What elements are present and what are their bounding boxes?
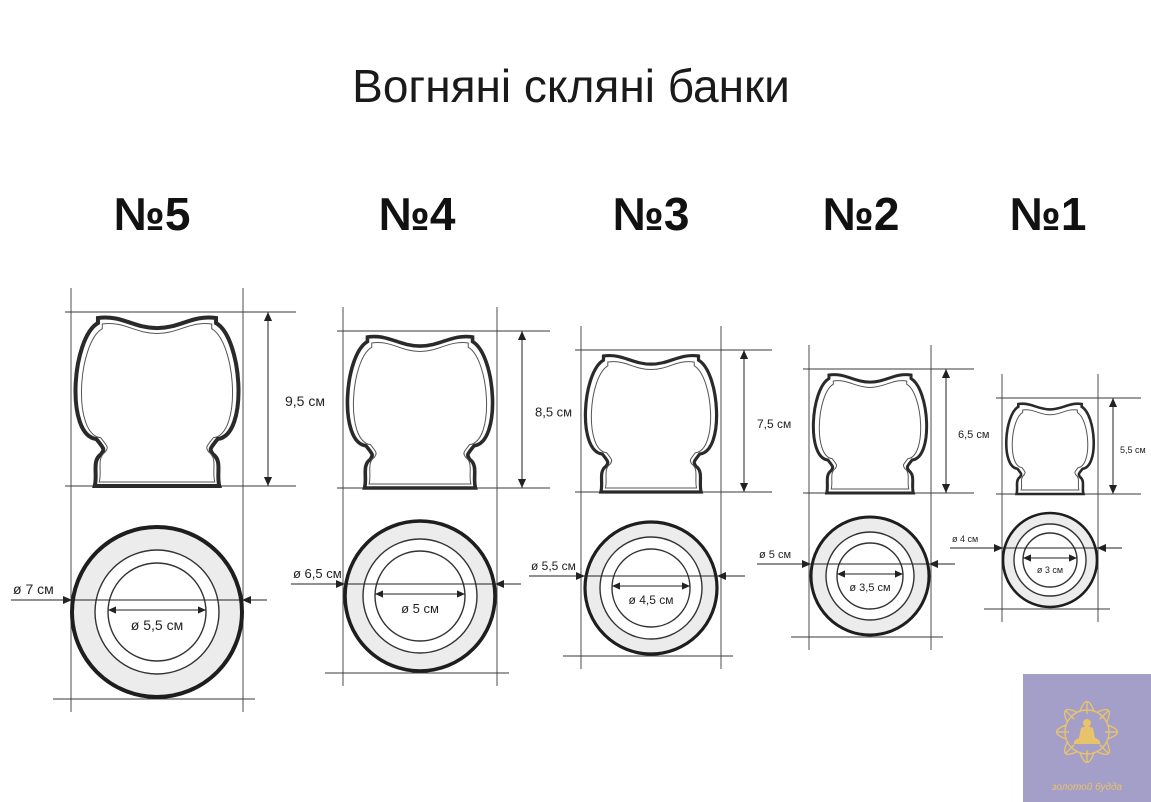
page-title: Вогняні скляні банки xyxy=(352,60,790,112)
outer-diameter-label: ø 6,5 см xyxy=(293,566,342,581)
jar-side-view xyxy=(583,353,719,494)
lotus-buddha-icon xyxy=(1055,700,1119,764)
jar-side-view xyxy=(811,373,929,495)
height-label: 9,5 см xyxy=(285,393,325,409)
jar-bottom-inner-ring xyxy=(1022,532,1078,588)
height-label: 8,5 см xyxy=(535,405,572,420)
outer-diameter-label: ø 7 см xyxy=(13,581,54,597)
jar-number: №4 xyxy=(379,188,456,240)
jar-side-view xyxy=(73,315,241,488)
jar-number: №5 xyxy=(114,188,191,240)
height-label: 6,5 см xyxy=(958,429,989,441)
jar-side-view xyxy=(345,334,495,490)
jar-3: №3 7,5 см ø 5,5 см ø 4,5 см xyxy=(529,188,791,669)
jar-inner-outline xyxy=(353,342,487,485)
jar-2: №2 6,5 см ø 5 см ø 3,5 см xyxy=(757,188,989,650)
outer-diameter-label: ø 5 см xyxy=(759,549,791,561)
jar-number: №3 xyxy=(613,188,690,240)
dimension-guides xyxy=(984,374,1141,622)
jar-inner-outline xyxy=(80,323,234,483)
jar-side-view xyxy=(1005,402,1095,496)
jar-1: №1 5,5 см ø 4 см ø 3 см xyxy=(950,188,1146,622)
outer-diameter-label: ø 5,5 см xyxy=(531,559,576,573)
jar-bottom-inner-ring xyxy=(107,562,207,662)
jar-list: №5 9,5 см ø 7 см ø 5,5 см №4 8,5 см ø 6,5 см ø … xyxy=(11,188,1146,712)
jar-inner-outline xyxy=(818,380,922,490)
height-label: 7,5 см xyxy=(757,417,791,431)
inner-diameter-label: ø 3,5 см xyxy=(849,582,890,594)
jar-bottom-inner-ring xyxy=(374,550,466,642)
jar-inner-outline xyxy=(1011,409,1089,491)
logo-text: золотой будда xyxy=(1051,781,1123,793)
jar-inner-outline xyxy=(590,361,712,489)
inner-diameter-label: ø 3 см xyxy=(1037,565,1063,575)
outer-diameter-label: ø 4 см xyxy=(952,534,978,544)
jar-number: №2 xyxy=(823,188,900,240)
jar-5: №5 9,5 см ø 7 см ø 5,5 см xyxy=(11,188,325,712)
brand-logo: золотой будда xyxy=(1023,674,1151,802)
jar-number: №1 xyxy=(1010,188,1087,240)
jar-bottom-inner-ring xyxy=(611,548,691,628)
inner-diameter-label: ø 5,5 см xyxy=(131,617,183,633)
jar-4: №4 8,5 см ø 6,5 см ø 5 см xyxy=(291,188,572,686)
inner-diameter-label: ø 5 см xyxy=(401,601,439,616)
inner-diameter-label: ø 4,5 см xyxy=(629,593,674,607)
height-label: 5,5 см xyxy=(1120,445,1146,455)
jar-bottom-inner-ring xyxy=(836,542,904,610)
